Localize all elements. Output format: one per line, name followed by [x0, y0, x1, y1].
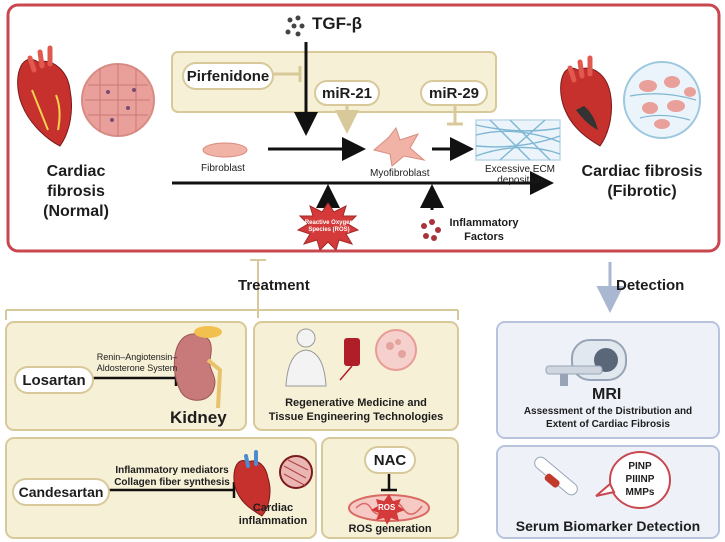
mri-label: MRI — [592, 386, 622, 403]
inflammatory-dots-icon — [421, 219, 441, 241]
detection-heading: Detection — [616, 277, 685, 294]
nac-label: NAC — [373, 451, 407, 469]
cardiac-line2: inflammation — [238, 515, 308, 527]
biomarker-piiinp: PIIINP — [625, 474, 655, 485]
ros-generation-label: ROS generation — [348, 523, 432, 535]
losartan-pill: Losartan — [14, 366, 94, 394]
ros-starburst-label: Reactive Oxygen Species (ROS) — [300, 220, 358, 234]
kidney-label: Kidney — [170, 408, 227, 427]
raas-label: Renin–Angiotensin– Aldosterone System — [92, 352, 182, 374]
normal-heart-icon — [17, 45, 73, 147]
treatment-heading: Treatment — [238, 277, 310, 294]
candesartan-label: Candesartan — [18, 484, 104, 500]
normal-tissue-icon — [81, 63, 155, 137]
fibrotic-tissue-icon — [623, 61, 701, 139]
cardiac-inflammation-label: Cardiac inflammation — [238, 502, 308, 528]
ros-starburst-icon — [296, 202, 360, 251]
inflammatory-label: Inflammatory Factors — [444, 216, 524, 244]
blood-tube-icon — [534, 456, 578, 496]
normal-fibrosis-label: Cardiac fibrosis (Normal) — [16, 162, 136, 222]
mediators-label: Inflammatory mediators Collagen fiber sy… — [106, 465, 238, 489]
candesartan-pill: Candesartan — [12, 478, 110, 506]
mri-line1: Assessment of the Distribution and — [523, 406, 693, 417]
regen-line1: Regenerative Medicine and — [285, 397, 427, 409]
mri-description: Assessment of the Distribution and Exten… — [499, 405, 717, 431]
cardiac-line1: Cardiac — [252, 502, 294, 514]
fibroblast-cell-icon — [202, 142, 248, 158]
biomarker-pinp: PINP — [628, 461, 652, 472]
fibrotic-line2: (Fibrotic) — [607, 183, 677, 200]
raas-line1: Renin–Angiotensin– — [96, 352, 178, 362]
losartan-label: Losartan — [22, 371, 86, 389]
serum-label: Serum Biomarker Detection — [515, 518, 701, 534]
pirfenidone-pill: Pirfenidone — [182, 62, 274, 90]
mir21-pill: miR-21 — [314, 80, 380, 106]
biomarker-list: PINP PIIINP MMPs — [614, 460, 666, 499]
ecm-line1: Excessive ECM — [484, 164, 555, 175]
regen-line2: Tissue Engineering Technologies — [268, 411, 444, 423]
kidney-icon — [173, 326, 223, 409]
mri-line2: Extent of Cardiac Fibrosis — [546, 419, 670, 430]
fibrotic-line1: Cardiac fibrosis — [581, 163, 703, 180]
regen-label: Regenerative Medicine and Tissue Enginee… — [256, 396, 456, 424]
ros-line2: Species (ROS) — [308, 227, 350, 233]
normal-line2: (Normal) — [43, 203, 109, 220]
mediators-line1: Inflammatory mediators — [115, 465, 229, 476]
inflammatory-line1: Inflammatory — [449, 217, 519, 229]
mir29-pill: miR-29 — [420, 80, 488, 106]
mir21-label: miR-21 — [321, 84, 373, 102]
fibroblast-label: Fibroblast — [201, 163, 245, 174]
mri-scanner-icon — [545, 339, 627, 386]
normal-line1: Cardiac fibrosis — [46, 163, 106, 200]
inflamed-heart-icon — [233, 450, 271, 517]
biomarker-bubble — [609, 451, 671, 509]
raas-line2: Aldosterone System — [96, 363, 178, 373]
ros-line1: Reactive Oxygen — [304, 220, 354, 226]
mediators-line2: Collagen fiber synthesis — [114, 477, 230, 488]
blood-bag-icon — [344, 338, 360, 366]
biomarker-mmps: MMPs — [625, 487, 655, 498]
myofibroblast-label: Myofibroblast — [370, 168, 430, 179]
inflammatory-line2: Factors — [464, 231, 504, 243]
human-figure-icon — [285, 328, 327, 387]
tgf-beta-label: TGF-β — [312, 14, 363, 33]
ecm-label: Excessive ECM deposition — [472, 164, 568, 186]
ecm-fibers-icon — [475, 119, 561, 161]
mir29-label: miR-29 — [428, 84, 480, 102]
cell-magnifier-icon — [375, 329, 417, 371]
inflamed-tissue-icon — [279, 455, 313, 489]
myofibroblast-cell-icon — [372, 126, 426, 167]
ros-short-label: ROS — [378, 503, 396, 512]
ros-burst-small-icon — [371, 494, 405, 525]
tgf-beta-dots-icon — [285, 15, 305, 37]
fibrotic-fibrosis-label: Cardiac fibrosis (Fibrotic) — [580, 162, 704, 202]
fibrotic-heart-icon — [560, 55, 613, 147]
ecm-line2: deposition — [497, 175, 543, 186]
pirfenidone-label: Pirfenidone — [186, 67, 270, 85]
nac-pill: NAC — [364, 446, 416, 474]
